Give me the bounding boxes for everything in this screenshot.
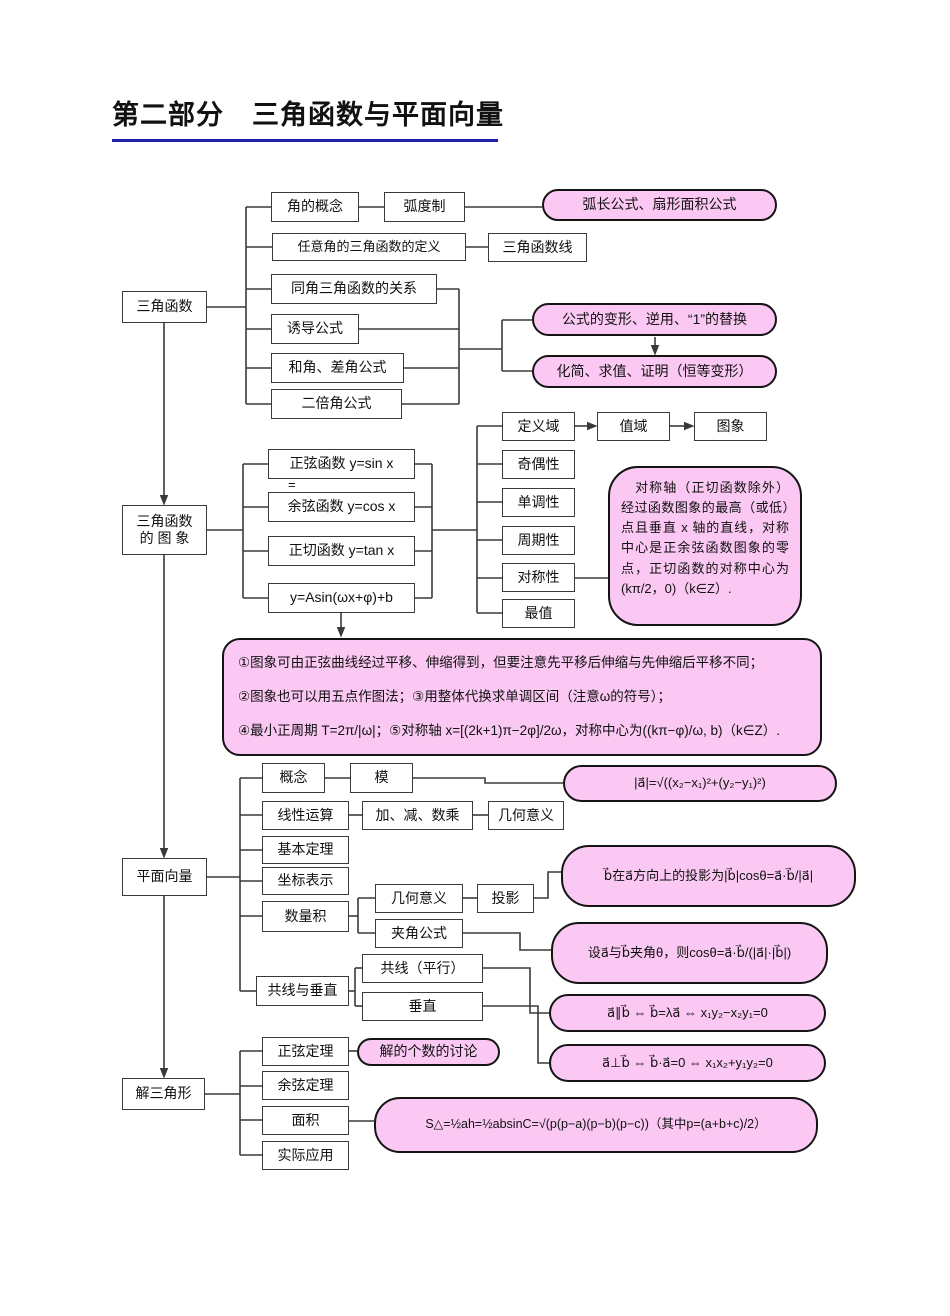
node-practical-application: 实际应用 — [262, 1141, 349, 1170]
node-linear-operation: 线性运算 — [262, 801, 349, 830]
node-graph-root-line2: 的 图 象 — [139, 530, 190, 546]
node-same-angle-relation: 同角三角函数的关系 — [271, 274, 437, 304]
node-parity: 奇偶性 — [502, 450, 575, 479]
node-graph-root: 三角函数 的 图 象 — [122, 505, 207, 555]
node-angle-formula: 夹角公式 — [375, 919, 463, 948]
node-geometric-meaning-2: 几何意义 — [375, 884, 463, 913]
pill-parallel-condition: a⃗∥b⃗ ⇔ b⃗=λa⃗ ⇔ x₁y₂−x₂y₁=0 — [549, 994, 826, 1032]
pill-angle-cosine-formula: 设a⃗与b⃗夹角θ，则cosθ=a⃗·b⃗/(|a⃗|·|b⃗|) — [551, 922, 828, 984]
node-range: 值域 — [597, 412, 670, 441]
pill-solution-count: 解的个数的讨论 — [357, 1038, 500, 1066]
node-trig-lines: 三角函数线 — [488, 233, 587, 262]
node-perpendicular: 垂直 — [362, 992, 483, 1021]
node-graph-image: 图象 — [694, 412, 767, 441]
pill-simplify-evaluate: 化简、求值、证明（恒等变形） — [532, 355, 777, 388]
pill-projection-formula: b⃗在a⃗方向上的投影为|b⃗|cosθ=a⃗·b⃗/|a⃗| — [561, 845, 856, 907]
equals-artifact: = — [288, 477, 296, 492]
node-angle-concept: 角的概念 — [271, 192, 359, 222]
node-graph-root-line1: 三角函数 — [136, 512, 193, 529]
node-solve-triangle-root: 解三角形 — [122, 1078, 205, 1110]
node-extremum: 最值 — [502, 599, 575, 628]
node-periodicity: 周期性 — [502, 526, 575, 555]
node-cosine-function: 余弦函数 y=cos x — [268, 492, 415, 522]
node-trig-root: 三角函数 — [122, 291, 207, 323]
callout-symmetry-note: 对称轴（正切函数除外）经过函数图象的最高（或低）点且垂直 x 轴的直线，对称中心… — [608, 466, 802, 626]
node-vector-root: 平面向量 — [122, 858, 207, 896]
node-coordinate-repr: 坐标表示 — [262, 867, 349, 895]
node-dot-product: 数量积 — [262, 901, 349, 932]
pill-magnitude-formula: |a⃗|=√((x₂−x₁)²+(y₂−y₁)²) — [563, 765, 837, 802]
node-double-angle-formula: 二倍角公式 — [271, 389, 402, 419]
node-projection: 投影 — [477, 884, 534, 913]
node-modulus: 模 — [350, 763, 413, 793]
node-vector-concept: 概念 — [262, 763, 325, 793]
node-sum-diff-formula: 和角、差角公式 — [271, 353, 404, 383]
pill-arc-formula: 弧长公式、扇形面积公式 — [542, 189, 777, 221]
node-basic-theorem: 基本定理 — [262, 836, 349, 864]
node-domain: 定义域 — [502, 412, 575, 441]
graph-note-2: ②图象也可以用五点作图法；③用整体代换求单调区间（注意ω的符号）； — [238, 688, 671, 704]
page-title: 第二部分 三角函数与平面向量 — [112, 93, 503, 142]
node-collinear-perpendicular: 共线与垂直 — [256, 976, 349, 1006]
node-asin-function: y=Asin(ωx+φ)+b — [268, 583, 415, 613]
graph-note-1: ①图象可由正弦曲线经过平移、伸缩得到，但要注意先平移后伸缩与先伸缩后平移不同； — [238, 654, 764, 670]
node-geometric-meaning-1: 几何意义 — [488, 801, 564, 830]
node-any-angle-def: 任意角的三角函数的定义 — [272, 233, 466, 261]
node-symmetry: 对称性 — [502, 563, 575, 592]
node-cosine-rule: 余弦定理 — [262, 1071, 349, 1100]
node-area: 面积 — [262, 1106, 349, 1135]
node-radian-system: 弧度制 — [384, 192, 465, 222]
node-add-sub-scalar: 加、减、数乘 — [362, 801, 473, 830]
node-induction-formula: 诱导公式 — [271, 314, 359, 344]
pill-formula-transform: 公式的变形、逆用、“1”的替换 — [532, 303, 777, 336]
node-sine-rule: 正弦定理 — [262, 1037, 349, 1066]
graph-note-3: ④最小正周期 T=2π/|ω|；⑤对称轴 x=[(2k+1)π−2φ]/2ω，对… — [238, 722, 780, 738]
node-tangent-function: 正切函数 y=tan x — [268, 536, 415, 566]
callout-graph-notes: ①图象可由正弦曲线经过平移、伸缩得到，但要注意先平移后伸缩与先伸缩后平移不同； … — [222, 638, 822, 756]
node-monotonicity: 单调性 — [502, 488, 575, 517]
pill-area-formula: S△=½ah=½absinC=√(p(p−a)(p−b)(p−c))（其中p=(… — [374, 1097, 818, 1153]
node-collinear-parallel: 共线（平行） — [362, 954, 483, 983]
node-sine-function: 正弦函数 y=sin x — [268, 449, 415, 479]
pill-perpendicular-condition: a⃗⊥b⃗ ⇔ b⃗·a⃗=0 ⇔ x₁x₂+y₁y₂=0 — [549, 1044, 826, 1082]
